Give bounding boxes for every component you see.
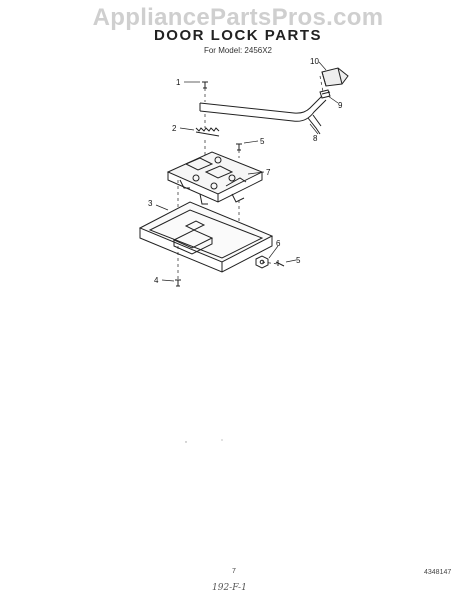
leader-lines bbox=[155, 61, 339, 282]
document-number: 4348147 bbox=[424, 569, 452, 576]
callout-7: 7 bbox=[266, 168, 271, 177]
callout-10: 10 bbox=[310, 57, 319, 66]
callout-5-lower: 5 bbox=[296, 256, 301, 265]
model-subtitle: For Model: 2456X2 bbox=[203, 46, 273, 55]
page-number: 7 bbox=[232, 568, 236, 575]
callout-1: 1 bbox=[176, 78, 181, 87]
callout-5-upper: 5 bbox=[260, 137, 265, 146]
part-4-screw bbox=[175, 279, 181, 287]
part-10-knob bbox=[321, 67, 349, 87]
part-3-housing bbox=[138, 201, 274, 273]
part-6-nut bbox=[255, 255, 269, 269]
callout-3: 3 bbox=[148, 199, 153, 208]
part-2-spring bbox=[195, 127, 220, 137]
scan-specks bbox=[185, 439, 223, 443]
callout-8: 8 bbox=[313, 134, 318, 143]
part-9-set-screw bbox=[319, 89, 331, 99]
callout-6: 6 bbox=[276, 239, 281, 248]
callout-4: 4 bbox=[154, 276, 159, 285]
page-title: DOOR LOCK PARTS bbox=[153, 27, 323, 44]
part-5-screw-lower bbox=[275, 260, 285, 267]
callout-2: 2 bbox=[172, 124, 177, 133]
callout-9: 9 bbox=[338, 101, 343, 110]
handwritten-note: 192-F-1 bbox=[212, 583, 247, 593]
part-8-lock-rod bbox=[199, 95, 327, 135]
part-1-screw bbox=[202, 81, 208, 89]
part-7-lock-mechanism bbox=[166, 151, 264, 205]
part-5-screw-upper bbox=[236, 143, 242, 151]
watermark: AppliancePartsPros.com bbox=[92, 4, 384, 31]
